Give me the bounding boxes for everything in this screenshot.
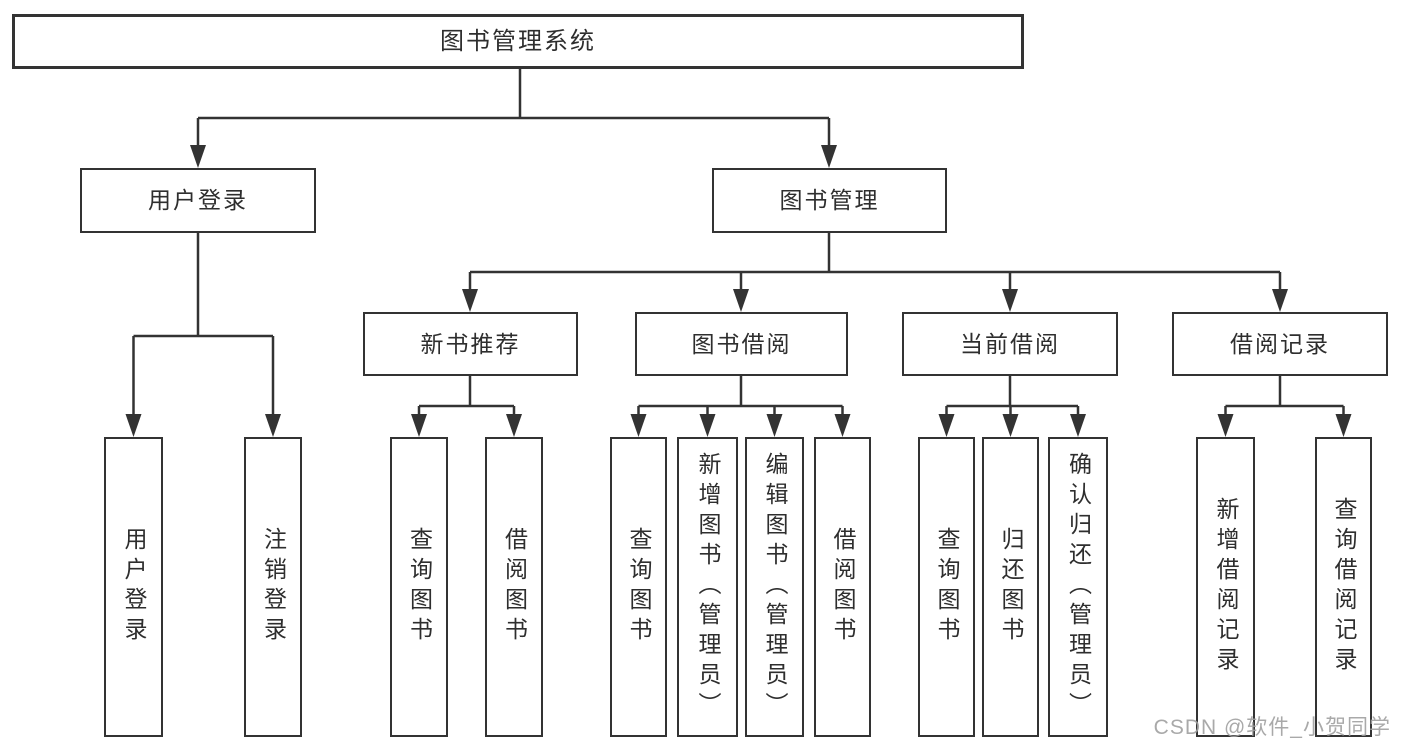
- leaf-nb-borrow-book: 借阅图书: [485, 437, 543, 737]
- leaf-cb-return-book-label: 归还图书: [998, 527, 1024, 647]
- leaf-br-query-record: 查询借阅记录: [1315, 437, 1372, 737]
- node-book-management: 图书管理: [712, 168, 947, 233]
- leaf-nb-borrow-book-label: 借阅图书: [501, 527, 528, 647]
- leaf-bb-add-book-admin: 新增图书（管理员）: [677, 437, 738, 737]
- leaf-bb-borrow-book: 借阅图书: [814, 437, 871, 737]
- node-book-management-label: 图书管理: [779, 187, 880, 213]
- node-root-label: 图书管理系统: [440, 27, 596, 55]
- leaf-logout: 注销登录: [244, 437, 302, 737]
- leaf-bb-borrow-book-label: 借阅图书: [830, 527, 856, 647]
- leaf-logout-label: 注销登录: [260, 527, 287, 647]
- node-book-borrow: 图书借阅: [635, 312, 848, 376]
- leaf-cb-return-book: 归还图书: [982, 437, 1039, 737]
- arrowheads: [125, 145, 1352, 437]
- leaf-cb-confirm-return-admin-label: 确认归还（管理员）: [1065, 452, 1092, 722]
- csdn-watermark: CSDN @软件_小贺同学: [1153, 716, 1391, 739]
- leaf-user-login-label: 用户登录: [121, 527, 147, 647]
- node-borrow-record: 借阅记录: [1172, 312, 1388, 376]
- node-book-borrow-label: 图书借阅: [691, 330, 792, 357]
- leaf-cb-query-book: 查询图书: [918, 437, 975, 737]
- node-root: 图书管理系统: [12, 14, 1024, 69]
- leaf-bb-query-book-label: 查询图书: [626, 527, 652, 647]
- node-current-borrow: 当前借阅: [902, 312, 1118, 376]
- leaf-br-query-record-label: 查询借阅记录: [1331, 497, 1357, 677]
- node-user-login: 用户登录: [80, 168, 316, 233]
- leaf-bb-edit-book-admin: 编辑图书（管理员）: [745, 437, 804, 737]
- leaf-br-add-record-label: 新增借阅记录: [1213, 497, 1239, 677]
- leaf-bb-edit-book-admin-label: 编辑图书（管理员）: [762, 452, 788, 722]
- node-new-book-recommend: 新书推荐: [363, 312, 578, 376]
- node-new-book-recommend-label: 新书推荐: [420, 330, 521, 357]
- leaf-nb-query-book-label: 查询图书: [406, 527, 433, 647]
- leaf-user-login: 用户登录: [104, 437, 163, 737]
- leaf-cb-confirm-return-admin: 确认归还（管理员）: [1048, 437, 1108, 737]
- leaf-nb-query-book: 查询图书: [390, 437, 448, 737]
- node-user-login-label: 用户登录: [148, 187, 248, 213]
- leaf-bb-query-book: 查询图书: [610, 437, 667, 737]
- node-borrow-record-label: 借阅记录: [1230, 330, 1330, 357]
- leaf-br-add-record: 新增借阅记录: [1196, 437, 1255, 737]
- leaf-bb-add-book-admin-label: 新增图书（管理员）: [695, 452, 721, 722]
- node-current-borrow-label: 当前借阅: [960, 330, 1060, 357]
- leaf-cb-query-book-label: 查询图书: [934, 527, 960, 647]
